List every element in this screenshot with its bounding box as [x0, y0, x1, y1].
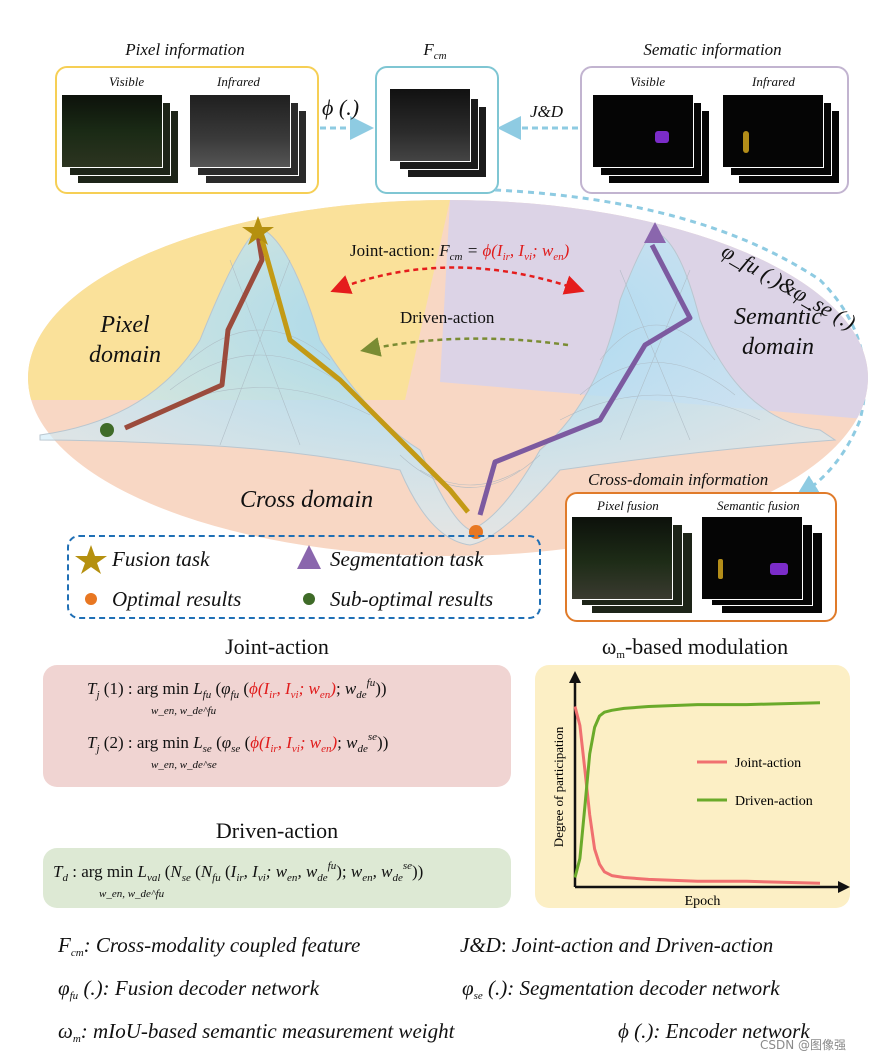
chart-title: ωm-based modulation: [540, 634, 850, 661]
y-axis-arrow: [569, 671, 581, 683]
visible-label: Visible: [109, 74, 145, 89]
series-line-0: [573, 706, 821, 885]
fcm-title-sub: cm: [433, 50, 447, 62]
legend-segmentation-task: Segmentation task: [330, 547, 484, 571]
sub-optimal-dot: [100, 423, 114, 437]
chart-title-symbol: ω: [601, 634, 617, 659]
pixel-information-title: Pixel information: [125, 40, 245, 59]
x-axis-arrow: [838, 881, 850, 893]
driven-action-arrow: [360, 337, 569, 357]
semantic-domain-line2: domain: [742, 334, 814, 360]
footer-jd-def: Joint-action and Driven-action: [511, 933, 774, 957]
footer-phi-fu-def: Fusion decoder network: [114, 976, 320, 1000]
cross-domain-info-panel: Pixel fusion Semantic fusion: [565, 492, 837, 622]
legend-label-0: Joint-action: [735, 756, 801, 771]
legend-icons: [75, 545, 321, 605]
legend-suboptimal-icon: [303, 593, 315, 605]
joint-action-prefix: Joint-action:: [350, 241, 435, 260]
footer-phi: ϕ (.): Encoder network: [618, 1019, 810, 1043]
infrared-label-semantic: Infrared: [752, 74, 795, 89]
chart-title-rest: -based modulation: [624, 634, 789, 659]
infrared-image: [189, 94, 291, 168]
jd-label: J&D: [530, 102, 564, 121]
semantic-information-panel: Visible Infrared: [580, 66, 849, 194]
semantic-mask-person: [743, 131, 749, 153]
fusion-mask-person: [718, 559, 723, 579]
joint-action-label: Joint-action: Fcm = ϕ(Iir, Ivi; wen): [350, 241, 570, 263]
driven-action-box: Td : arg min Lval (Nse (Nfu (Iir, Ivi; w…: [43, 848, 511, 908]
fusion-to-optimal-path: [259, 239, 470, 514]
legend-star-icon: [75, 545, 107, 574]
driven-action-label: Driven-action: [400, 308, 495, 327]
fcm-panel: [375, 66, 499, 194]
visible-image: [61, 94, 163, 168]
semantic-domain-line1: Semantic: [734, 304, 822, 330]
pixel-information-panel: Visible Infrared: [55, 66, 319, 194]
footer-omega: ωm: mIoU-based semantic measurement weig…: [58, 1019, 455, 1045]
legend-box: [67, 535, 541, 619]
decoder-connector: [494, 188, 867, 499]
visible-label-semantic: Visible: [630, 74, 666, 89]
pixel-fusion-image: [571, 516, 673, 600]
footer-phi-se-def: Segmentation decoder network: [519, 976, 780, 1000]
semantic-mask-purple: [655, 131, 669, 143]
semantic-information-title: Sematic information: [643, 40, 782, 59]
semantic-infrared-image: [722, 94, 824, 168]
segmentation-triangle-icon: [644, 222, 666, 243]
joint-formula-1-sub: w_en, w_de^fu: [151, 705, 217, 717]
driven-formula-sub: w_en, w_de^fu: [99, 888, 165, 900]
legend-optimal-results: Optimal results: [112, 587, 242, 611]
semantic-domain-label: Semantic domain: [718, 302, 838, 362]
fcm-image: [389, 88, 471, 162]
cross-domain-label: Cross domain: [240, 487, 374, 513]
x-axis-label: Epoch: [685, 894, 721, 908]
semantic-visible-image: [592, 94, 694, 168]
footer-phi-fu: φfu (.): Fusion decoder network: [58, 976, 320, 1002]
watermark: CSDN @图像强: [760, 1038, 847, 1052]
chart-title-sub: m: [616, 649, 625, 661]
y-axis-label: Degree of participation: [551, 726, 566, 847]
semantic-fusion-label: Semantic fusion: [717, 498, 800, 513]
driven-formula: Td : arg min Lval (Nse (Nfu (Iir, Ivi; w…: [53, 860, 424, 884]
joint-action-arrow: [330, 266, 585, 295]
fusion-star-icon: [242, 216, 274, 245]
fcm-title-main: F: [423, 40, 434, 59]
fusion-to-suboptimal-path: [123, 234, 265, 431]
footer-omega-def: mIoU-based semantic measurement weight: [93, 1019, 455, 1043]
cross-domain-info-title: Cross-domain information: [588, 470, 769, 489]
footer-phi-se: φse (.): Segmentation decoder network: [462, 976, 780, 1002]
modulation-chart: Epoch Degree of participation Joint-action…: [551, 671, 850, 908]
fcm-title: Fcm: [375, 40, 495, 62]
pixel-domain-label: Pixel domain: [75, 310, 175, 370]
semantic-fusion-image: [701, 516, 803, 600]
footer-fcm: Fcm: Cross-modality coupled feature: [58, 933, 361, 959]
joint-formula-2: Tj (2) : arg min Lse (φse (ϕ(Iir, Ivi; w…: [87, 731, 389, 755]
fusion-mask-car: [770, 563, 788, 575]
pixel-domain-line2: domain: [89, 342, 161, 368]
infrared-label: Infrared: [217, 74, 260, 89]
legend-sub-optimal-results: Sub-optimal results: [330, 587, 494, 611]
joint-formula-2-sub: w_en, w_de^se: [151, 759, 217, 771]
series-line-1: [573, 701, 821, 878]
legend-triangle-icon: [297, 545, 321, 569]
joint-formula-1: Tj (1) : arg min Lfu (φfu (ϕ(Iir, Ivi; w…: [87, 677, 387, 701]
joint-action-title: Joint-action: [225, 634, 329, 659]
footer-jd: J&D: Joint-action and Driven-action: [460, 933, 774, 957]
joint-action-box: Tj (1) : arg min Lfu (φfu (ϕ(Iir, Ivi; w…: [43, 665, 511, 787]
legend-fusion-task: Fusion task: [112, 547, 210, 571]
pixel-fusion-label: Pixel fusion: [597, 498, 659, 513]
legend-optimal-icon: [85, 593, 97, 605]
legend-label-1: Driven-action: [735, 794, 813, 809]
footer-phi-def: Encoder network: [665, 1019, 810, 1043]
footer-jd-label: J&D: [460, 933, 501, 957]
driven-action-title: Driven-action: [215, 818, 339, 843]
pixel-domain-line1: Pixel: [100, 312, 150, 338]
phi-label: ϕ (.): [322, 95, 360, 120]
footer-fcm-def: Cross-modality coupled feature: [95, 933, 361, 957]
segmentation-to-optimal-path: [477, 243, 693, 516]
landscape-diagram: [28, 116, 868, 556]
